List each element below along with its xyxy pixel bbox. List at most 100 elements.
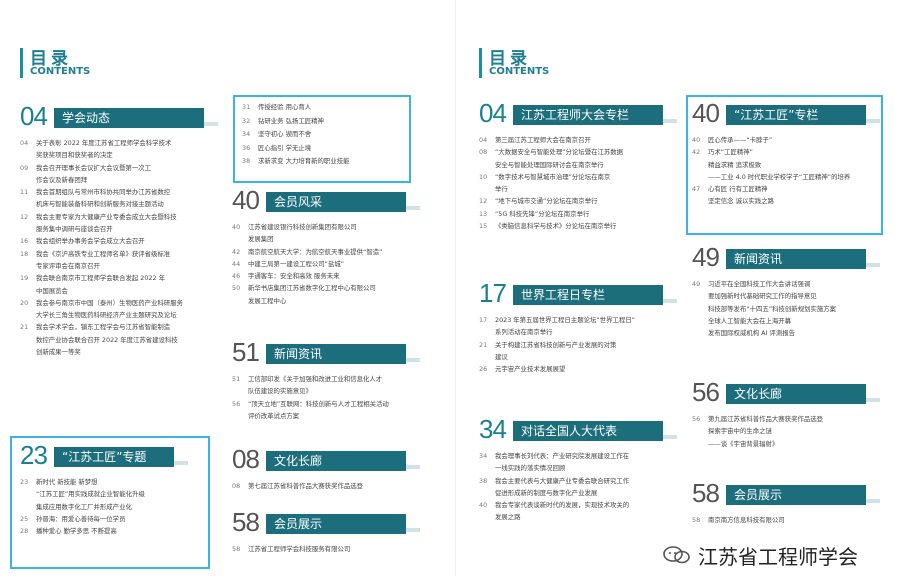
section-title[interactable]: 世界工程日专栏 xyxy=(513,285,663,305)
toc-entry[interactable]: 集成应用数字化工厂并形成产业化 xyxy=(20,501,180,513)
toc-entry[interactable]: 探索宇宙中的生命之谜 xyxy=(692,425,872,437)
toc-entry[interactable]: 队伍建设的实施意见》 xyxy=(232,385,412,397)
toc-entry[interactable]: 评价改革试点方案 xyxy=(232,410,412,422)
toc-entry[interactable]: 坚定信念 诚以实践之路 xyxy=(692,195,872,207)
highlight-box-right-gongjiang xyxy=(686,95,883,235)
toc-entry[interactable]: 科技部等发布“十四五”科技创新规划实施方案 xyxy=(692,303,872,315)
toc-entry[interactable]: 创新成果一等奖 xyxy=(20,346,210,358)
section-title[interactable]: “江苏工匠”专题 xyxy=(54,447,174,467)
toc-entry[interactable]: 系列活动在南京举行 xyxy=(479,326,669,338)
toc-entry[interactable]: 10“数字技术与智慧城市治理”分论坛在南京 xyxy=(479,171,669,183)
section-title[interactable]: “江苏工匠”专栏 xyxy=(726,105,866,125)
toc-entry[interactable]: 15《类脑信息科学与技术》分论坛在南京举行 xyxy=(479,220,669,232)
toc-entry[interactable]: 发展之路 xyxy=(479,511,669,523)
toc-entry[interactable]: 13“5G 科技先锋”分论坛在南京举行 xyxy=(479,208,669,220)
toc-entry[interactable]: 发展集团 xyxy=(232,233,412,245)
toc-entry[interactable]: 机床与智能装备科研和创新服务对接主题活动 xyxy=(20,198,210,210)
toc-entry[interactable]: 安全与智能处理国际研讨会在南京举行 xyxy=(479,159,669,171)
toc-entry[interactable]: 大学长三角生物医药科研经济产业主题研究及论坛 xyxy=(20,309,210,321)
section-number: 56 xyxy=(692,377,720,407)
watermark-text: 江苏省工程师学会 xyxy=(698,545,858,569)
toc-entry[interactable]: 建议 xyxy=(479,351,669,363)
toc-entry[interactable]: 作会议及新春团拜 xyxy=(20,174,210,186)
toc-entry[interactable]: 精益求精 追求极致 xyxy=(692,159,872,171)
section-title[interactable]: 学会动态 xyxy=(54,108,204,128)
toc-entry[interactable]: 举行 xyxy=(479,183,669,195)
toc-entry[interactable]: 数控产业协会联合召开 2022 年度江苏省建设科技 xyxy=(20,334,210,346)
toc-entry[interactable]: 促进形成新的制度与数字化产业发展 xyxy=(479,487,669,499)
section-number: 08 xyxy=(232,444,260,474)
section-title[interactable]: 会员展示 xyxy=(266,514,406,534)
toc-entry[interactable]: 要加强新时代基础研究工作的指导意见 xyxy=(692,290,872,302)
section-title[interactable]: 江苏工程师大会专栏 xyxy=(513,105,663,125)
section-title[interactable]: 文化长廊 xyxy=(266,451,406,471)
toc-entry[interactable]: 08“大数据安全与智能处理”分论坛暨在江苏数据 xyxy=(479,146,669,158)
toc-entry[interactable]: 发展工程中心 xyxy=(232,295,412,307)
toc-entry[interactable]: 12“地下与城市交通”分论坛在南京举行 xyxy=(479,195,669,207)
toc-entry[interactable]: “江苏工匠”用实践成就企业智能化升级 xyxy=(20,488,180,500)
toc-entry[interactable]: 一线实践的落实情况回顾 xyxy=(479,462,669,474)
entry-title: 我会《京沪高铁专业工程师名单》获评省级标准 xyxy=(36,249,171,258)
toc-entry[interactable]: ——工业 4.0 时代职业学校学子“工匠精神”的培养 xyxy=(692,171,872,183)
toc-entry[interactable]: ——谈《宇宙背景辐射》 xyxy=(692,438,872,450)
section-title[interactable]: 新闻资讯 xyxy=(266,344,406,364)
toc-entry[interactable]: 奖获奖项目和获奖者的决定 xyxy=(20,149,210,161)
section-title[interactable]: 对话全国人大代表 xyxy=(513,421,663,441)
section-title[interactable]: 文化长廊 xyxy=(726,384,866,404)
section-title[interactable]: 会员风采 xyxy=(266,192,406,212)
toc-entry[interactable]: 服务集中调研与座谈会召开 xyxy=(20,223,210,235)
section-title[interactable]: 新闻资讯 xyxy=(726,249,866,269)
entry-page-number: 08 xyxy=(232,482,241,490)
entry-title: 一线实践的落实情况回顾 xyxy=(495,464,566,473)
section-number: 40 xyxy=(232,185,260,215)
toc-entry[interactable]: 全球人工智能大会在上海开幕 xyxy=(692,315,872,327)
entry-title: 心有匠 行有工匠精神 xyxy=(708,185,768,194)
toc-entry[interactable]: 专家评审会在南京召开 xyxy=(20,260,210,272)
toc-entry[interactable]: 56“顶天立地”互联网：科技创新与人才工程相关活动 xyxy=(232,398,412,410)
section-title[interactable]: 会员展示 xyxy=(726,485,866,505)
entry-title: 系列活动在南京举行 xyxy=(495,328,553,337)
toc-entry[interactable]: 发布国际权威机构 AI 评测报告 xyxy=(692,327,872,339)
toc-entry[interactable]: 中国展览会 xyxy=(20,285,210,297)
